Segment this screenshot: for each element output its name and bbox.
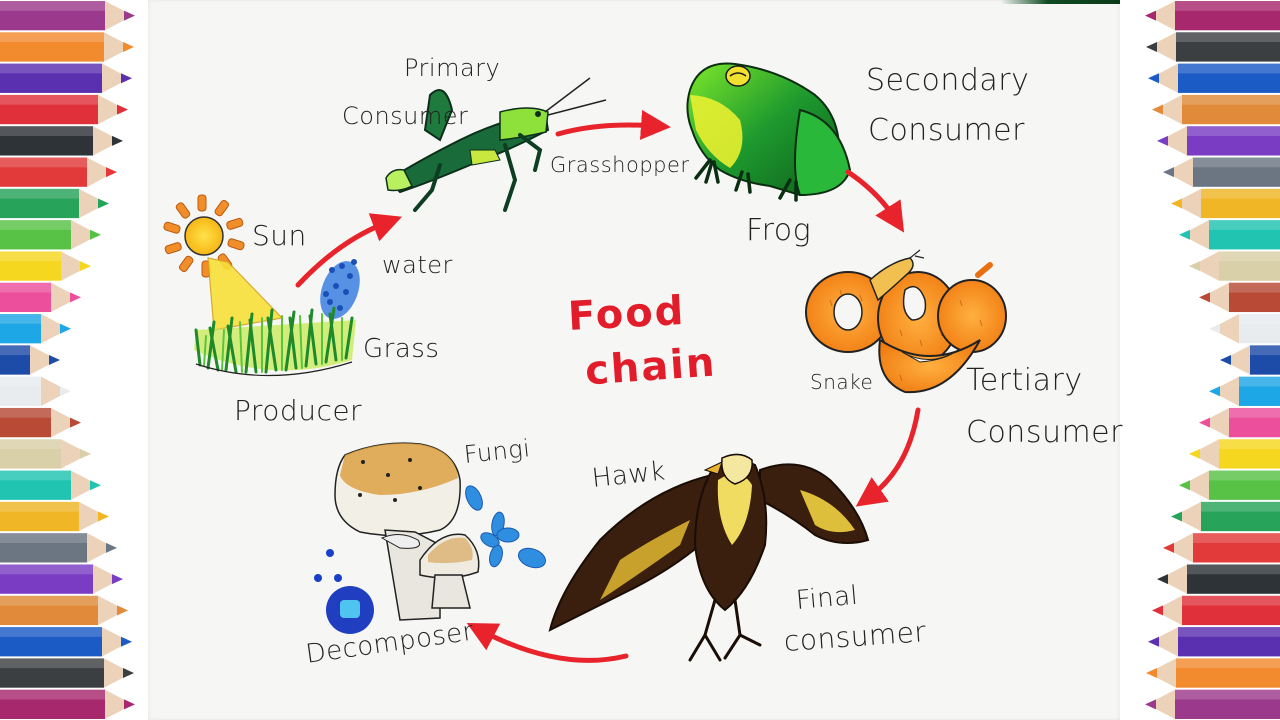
pencil-icon (0, 32, 134, 62)
label-grasshopper: Grasshopper (550, 153, 690, 177)
pencil-icon (1199, 407, 1280, 438)
label-secondary-consumer: Consumer (868, 113, 1025, 148)
pencil-icon (1157, 564, 1280, 594)
pencil-icon (1179, 470, 1280, 500)
pencil-icon (0, 1, 135, 31)
pencil-icon (1163, 157, 1280, 187)
pencil-icon (0, 220, 101, 250)
flow-arrows (295, 109, 921, 663)
pencil-icon (0, 564, 123, 594)
pencil-icon (0, 470, 101, 500)
arrow-grass-to-grasshopper (295, 213, 403, 288)
pencil-icon (1146, 32, 1280, 62)
label-water: water (382, 251, 453, 279)
arrow-hawk-to-decomposer (466, 623, 629, 663)
board-edge (1000, 0, 1120, 4)
arrow-grasshopper-to-frog (555, 109, 671, 140)
diagram-title-line2: chain (583, 339, 718, 395)
label-tertiary: Tertiary (966, 363, 1083, 398)
pencil-icon (0, 501, 109, 532)
hawk-icon (548, 453, 870, 662)
pencil-icon (0, 595, 128, 626)
label-secondary: Secondary (866, 63, 1030, 98)
label-tertiary-consumer: Consumer (966, 415, 1123, 450)
pencil-icon (1146, 658, 1280, 688)
fungi-icon (314, 442, 547, 634)
pencil-icon (1152, 595, 1280, 626)
label-producer: Producer (234, 394, 363, 427)
label-primary: Primary (404, 54, 501, 82)
label-frog: Frog (746, 213, 812, 248)
label-hawk: Hawk (590, 456, 667, 494)
diagram-title-line1: Food (566, 287, 687, 341)
pencil-icon (1209, 314, 1280, 344)
pencil-icon (1152, 94, 1280, 125)
pencil-icon (0, 689, 135, 719)
pencil-icon (1199, 282, 1280, 313)
pencil-icon (0, 251, 91, 281)
label-sun: Sun (252, 219, 307, 252)
sun-icon (163, 194, 284, 331)
pencil-icon (0, 407, 81, 438)
pencil-icon (0, 282, 81, 313)
pencil-icon (1189, 251, 1280, 281)
pencil-icon (0, 126, 123, 156)
pencil-icon (0, 345, 60, 375)
pencil-icon (1189, 439, 1280, 469)
pencil-icon (0, 658, 134, 688)
pencil-icon (0, 63, 132, 93)
pencil-border-right (1145, 1, 1280, 719)
pencil-icon (0, 376, 71, 406)
arrow-snake-to-hawk (855, 407, 921, 507)
pencil-icon (1145, 689, 1280, 719)
pencil-icon (0, 188, 109, 219)
pencil-icon (0, 314, 71, 344)
label-snake: Snake (810, 370, 874, 394)
pencil-icon (1145, 1, 1280, 31)
pencil-icon (1209, 376, 1280, 406)
label-primary-consumer: Consumer (342, 102, 469, 130)
pencil-icon (0, 627, 132, 657)
water-icon (320, 259, 360, 319)
pencil-icon (1148, 63, 1280, 93)
pencil-icon (1171, 501, 1280, 532)
pencil-border-left (0, 1, 135, 719)
label-final: Final (794, 580, 860, 616)
pencil-icon (1157, 126, 1280, 156)
pencil-icon (0, 94, 128, 125)
snake-icon (805, 249, 1007, 394)
grasshopper-icon (385, 77, 607, 212)
pencil-icon (0, 533, 117, 563)
frog-icon (686, 62, 852, 202)
label-grass: Grass (363, 334, 440, 364)
pencil-icon (1220, 345, 1280, 375)
pencil-icon (0, 157, 117, 187)
arrow-frog-to-snake (845, 169, 905, 233)
pencil-icon (0, 439, 91, 469)
pencil-icon (1163, 533, 1280, 563)
grass-icon (194, 306, 356, 377)
pencil-icon (1171, 188, 1280, 219)
pencil-icon (1148, 627, 1280, 657)
label-fungi: Fungi (462, 434, 532, 469)
pencil-icon (1179, 220, 1280, 250)
